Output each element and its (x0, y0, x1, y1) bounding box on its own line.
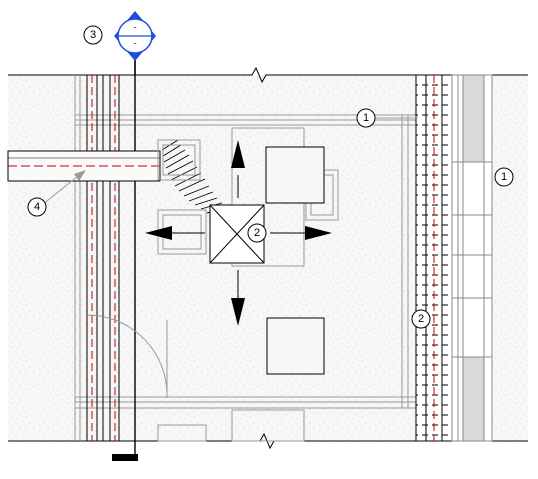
left-vertical-wall (74, 40, 136, 458)
box-lower (266, 317, 325, 375)
arrow-left-icon (145, 226, 205, 240)
callout-3-label: 3 (90, 29, 96, 41)
callout-1-top: 1 (356, 108, 376, 128)
level-marker (112, 454, 138, 461)
section-marker-bottom-text: - (133, 39, 136, 50)
section-marker-top-text: - (133, 23, 136, 34)
chair-bottom-left (157, 424, 207, 442)
arrow-up-icon (231, 140, 245, 198)
arrow-down-icon (231, 270, 245, 326)
arrow-right-icon (270, 226, 332, 240)
callout-1-right: 1 (494, 167, 514, 187)
door-swing (87, 314, 168, 399)
callout-2-right: 2 (411, 309, 431, 329)
box-upper (265, 146, 325, 204)
callout-2-right-label: 2 (418, 313, 424, 325)
callout-4-label: 4 (34, 201, 40, 213)
callout-1-top-label: 1 (363, 112, 369, 124)
top-boundary-line (8, 66, 528, 84)
callout-4-leader (41, 170, 86, 206)
horizontal-beam (7, 150, 161, 182)
section-marker: - - (114, 11, 156, 75)
callout-2-center: 2 (247, 223, 267, 243)
chair-upper-left (157, 139, 201, 181)
callout-1-right-label: 1 (501, 171, 507, 183)
callout-3: 3 (83, 25, 103, 45)
callout-2-center-label: 2 (254, 227, 260, 239)
horizontal-wall-bottom (75, 396, 418, 409)
curtain-wall (451, 74, 493, 442)
right-vertical-wall (401, 74, 453, 442)
callout-4: 4 (27, 197, 47, 217)
